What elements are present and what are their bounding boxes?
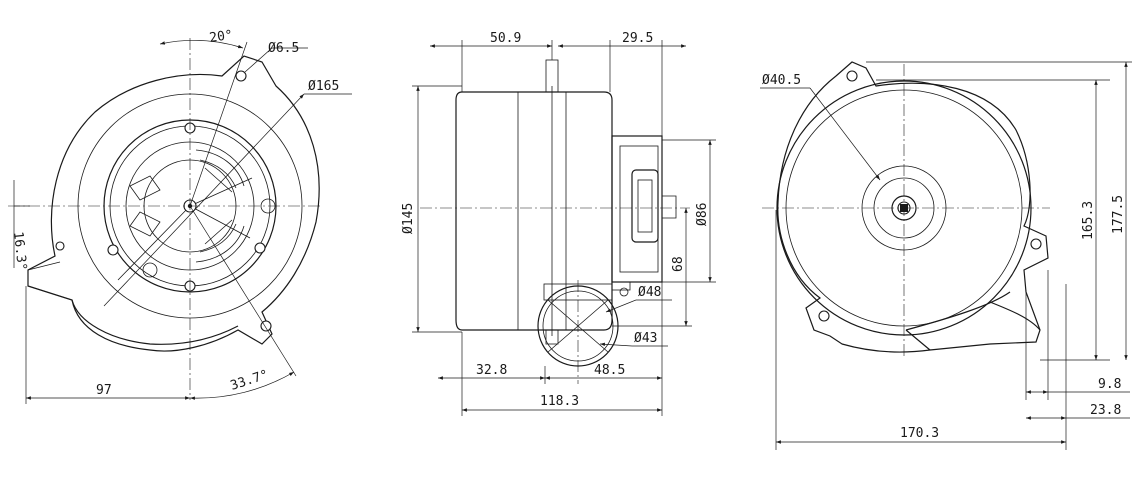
side-connector-offset-label: 68 xyxy=(671,256,686,272)
front-mount-hole-left xyxy=(55,241,65,251)
side-top-left-label: 50.9 xyxy=(490,31,521,46)
side-43-leader xyxy=(599,342,633,347)
front-left-offset-label: 16.3° xyxy=(10,231,29,271)
side-bottom-mid-label: 48.5 xyxy=(594,363,625,378)
side-grommet xyxy=(619,287,629,297)
front-winding-bottom xyxy=(195,219,245,263)
front-mount-hole-label: Ø6.5 xyxy=(268,41,299,56)
front-33deg-ext xyxy=(189,205,297,377)
front-angle-top-label: 20° xyxy=(208,28,233,46)
front-outlet-lip xyxy=(27,261,73,301)
front-housing-outline xyxy=(27,55,320,352)
front-20deg-ext xyxy=(189,41,248,207)
rear-shaft-leader xyxy=(809,87,881,181)
side-connector-plug xyxy=(631,169,659,243)
front-screw-left xyxy=(107,244,119,256)
side-overall-width-label: 118.3 xyxy=(540,394,579,409)
front-width-97-label: 97 xyxy=(96,383,112,398)
side-connector-housing xyxy=(611,135,663,283)
side-48-leader xyxy=(605,299,637,313)
rear-volute xyxy=(905,291,1041,351)
front-view: 20° Ø6.5 Ø165 16.3° 97 33.7° xyxy=(8,28,352,404)
side-flange-tab-bottom xyxy=(545,329,559,345)
front-mount-circle-label: Ø165 xyxy=(308,79,339,94)
side-connector-dia-label: Ø86 xyxy=(695,203,710,226)
side-outlet-inner-label: Ø43 xyxy=(634,331,657,346)
side-outlet-outer-label: Ø48 xyxy=(638,285,661,300)
rear-view: Ø40.5 165.3 177.5 9.8 23.8 170.3 xyxy=(760,61,1132,450)
front-screw-right xyxy=(254,242,266,254)
rear-mount-hole-bottom xyxy=(818,310,830,322)
side-connector-plug-slot xyxy=(637,179,653,233)
front-winding-top xyxy=(195,149,245,193)
side-motor-body xyxy=(455,91,613,331)
side-connector-latch xyxy=(662,195,677,219)
side-body-dia-label: Ø145 xyxy=(401,203,416,234)
front-volute-curl xyxy=(71,299,239,345)
rear-overall-width-label: 170.3 xyxy=(900,426,939,441)
front-boss-left xyxy=(142,262,158,278)
side-top-right-label: 29.5 xyxy=(622,31,653,46)
front-hub-spokes xyxy=(117,177,253,281)
rear-mount-hole-top xyxy=(846,70,858,82)
front-33deg-arc xyxy=(189,371,295,400)
rear-offset-98-label: 9.8 xyxy=(1098,377,1121,392)
front-angle-bottom-label: 33.7° xyxy=(229,367,271,393)
front-mount-hole-top xyxy=(235,70,247,82)
front-20deg-arc xyxy=(159,40,244,49)
rear-mount-hole-right xyxy=(1030,238,1042,250)
front-hole-leader xyxy=(244,47,273,73)
side-view: 50.9 29.5 Ø145 Ø86 68 Ø48 Ø43 32.8 xyxy=(401,31,716,416)
rear-height-165-label: 165.3 xyxy=(1081,201,1096,240)
rear-height-177-label: 177.5 xyxy=(1111,195,1126,234)
rear-offset-238-label: 23.8 xyxy=(1090,403,1121,418)
front-pcd-leader xyxy=(103,93,305,307)
rear-shaft-dia-label: Ø40.5 xyxy=(762,73,801,88)
side-bottom-left-label: 32.8 xyxy=(476,363,507,378)
rear-housing-outline xyxy=(777,61,1049,353)
front-winding-left xyxy=(129,175,161,237)
